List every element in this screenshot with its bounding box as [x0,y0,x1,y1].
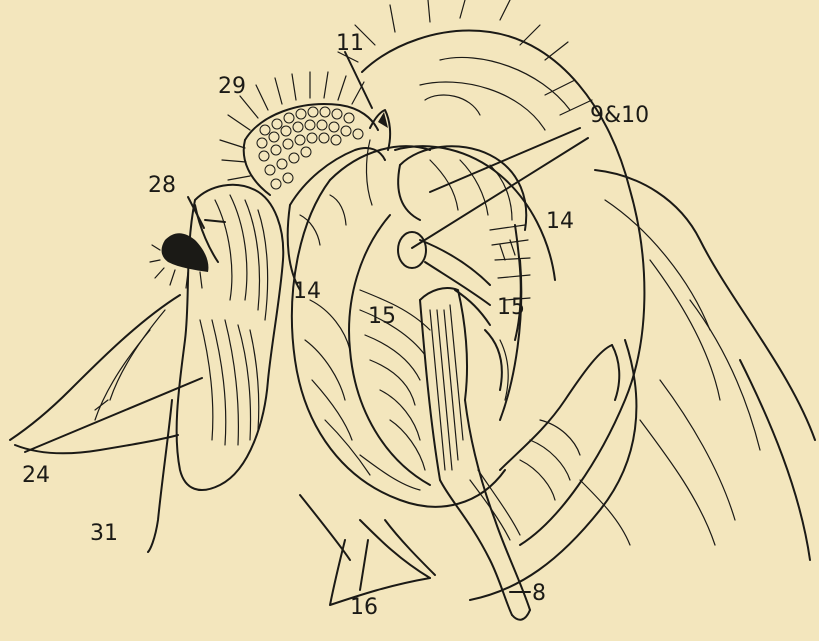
label-14-left: 14 [293,279,321,304]
left-bulb [150,185,283,490]
label-28: 28 [148,173,176,198]
label-9-and-10: 9&10 [590,103,649,128]
central-rod [420,288,530,620]
label-11: 11 [336,31,364,56]
label-29: 29 [218,74,246,99]
label-15-right: 15 [497,295,525,320]
label-8: 8 [532,581,546,606]
label-14-right: 14 [546,209,574,234]
label-16: 16 [350,595,378,620]
spike [366,110,390,205]
lower-saddle [300,495,435,605]
label-24: 24 [22,463,50,488]
inner-lip [500,345,619,500]
label-31: 31 [90,521,118,546]
label-15-left: 15 [368,304,396,329]
leader-lines [25,52,588,592]
labels: 11 29 9&10 28 14 14 15 15 24 31 16 8 [22,31,649,620]
oval-cavity [292,146,555,507]
left-lobe [288,148,385,290]
